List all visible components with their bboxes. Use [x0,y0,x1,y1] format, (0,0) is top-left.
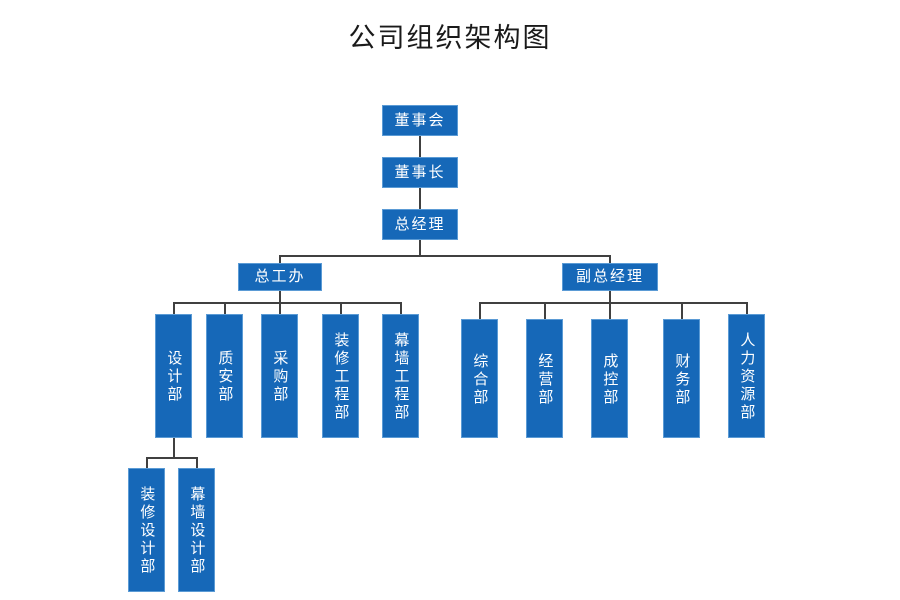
node-decoration-design-dept[interactable]: 装修设计部 [128,468,165,592]
node-label: 幕墙设计部 [188,486,207,576]
connector-to-purchasing-dept [279,302,281,314]
connector-to-hr-dept [746,302,748,314]
connector-gm-horizontal-bus [279,255,611,257]
node-label: 总工办 [254,267,306,286]
node-label: 总经理 [394,214,446,233]
node-label: 装修设计部 [138,486,157,576]
node-label: 成控部 [601,352,620,407]
node-design-dept[interactable]: 设计部 [155,314,192,438]
connector-gm-to-chief-engineer-office [279,255,281,264]
node-board-of-directors[interactable]: 董事会 [382,105,458,136]
node-hr-dept[interactable]: 人力资源部 [728,314,765,438]
node-label: 经营部 [536,352,555,407]
node-operations-dept[interactable]: 经营部 [526,319,563,438]
connector-board-to-chairman [419,136,421,157]
connector-chief-engineer-office-down [279,291,281,303]
node-label: 采购部 [271,350,290,404]
node-chairman[interactable]: 董事长 [382,157,458,188]
node-curtainwall-design-dept[interactable]: 幕墙设计部 [178,468,215,592]
node-curtainwall-engineering-dept[interactable]: 幕墙工程部 [382,314,419,438]
node-label: 副总经理 [575,267,644,286]
connector-to-design-dept [173,302,175,314]
connector-to-cost-control-dept [609,302,611,319]
connector-to-general-affairs-dept [479,302,481,319]
node-label: 设计部 [165,350,184,404]
node-chief-engineer-office[interactable]: 总工办 [238,263,322,291]
connector-to-curtainwall-engineering-dept [400,302,402,314]
connector-to-finance-dept [681,302,683,319]
page-title: 公司组织架构图 [348,23,552,54]
node-label: 财务部 [673,352,692,407]
node-cost-control-dept[interactable]: 成控部 [591,319,628,438]
connector-design-dept-down [173,438,175,458]
connector-administrative-bus [479,302,746,304]
connector-design-sub-bus [146,457,197,459]
node-label: 装修工程部 [332,332,351,422]
node-label: 综合部 [471,352,490,407]
node-decoration-engineering-dept[interactable]: 装修工程部 [322,314,359,438]
connector-gm-to-deputy-gm [609,255,611,264]
connector-gm-down [419,240,421,256]
connector-to-quality-safety-dept [224,302,226,314]
node-general-affairs-dept[interactable]: 综合部 [461,319,498,438]
connector-to-curtainwall-design-dept [196,457,198,468]
node-label: 董事会 [394,110,446,129]
node-purchasing-dept[interactable]: 采购部 [261,314,298,438]
node-deputy-general-manager[interactable]: 副总经理 [562,263,658,291]
node-label: 人力资源部 [738,332,757,422]
connector-to-decoration-design-dept [146,457,148,468]
node-general-manager[interactable]: 总经理 [382,209,458,240]
node-finance-dept[interactable]: 财务部 [663,319,700,438]
node-quality-safety-dept[interactable]: 质安部 [206,314,243,438]
connector-to-decoration-engineering-dept [340,302,342,314]
connector-chairman-to-gm [419,188,421,209]
connector-engineering-bus [173,302,401,304]
node-label: 董事长 [394,162,446,181]
connector-deputy-gm-down [609,291,611,303]
connector-to-operations-dept [544,302,546,319]
node-label: 幕墙工程部 [392,332,411,422]
node-label: 质安部 [216,350,235,404]
